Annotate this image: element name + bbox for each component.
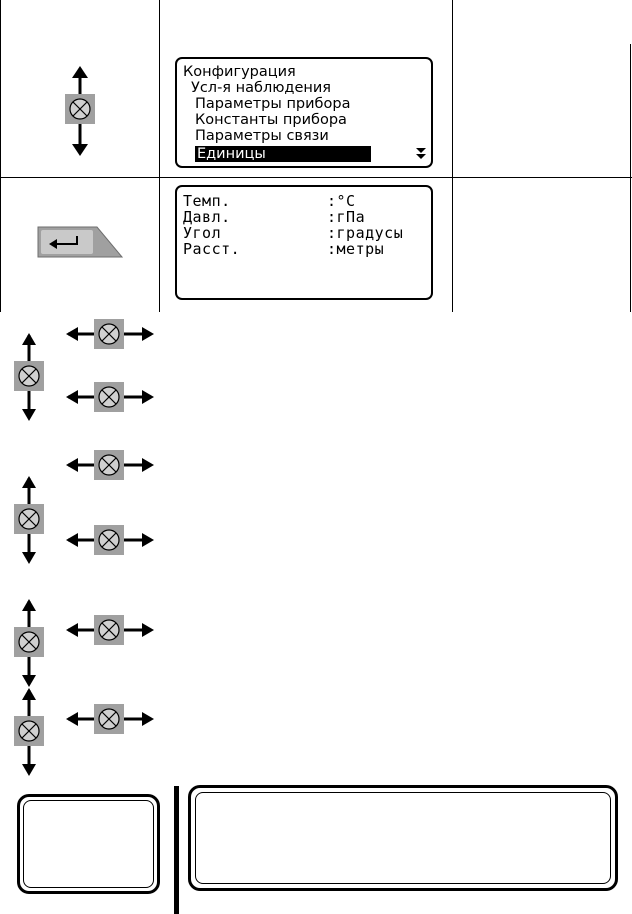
instruction-table bbox=[0, 0, 632, 312]
navigation-pad-horizontal-icon bbox=[66, 381, 154, 413]
units-row-distance-value: :метры bbox=[327, 240, 385, 258]
navigation-pad-horizontal-icon bbox=[66, 449, 154, 481]
navigation-pad-horizontal-icon bbox=[66, 614, 154, 646]
navigation-pad-vertical-icon bbox=[13, 688, 45, 776]
note-content-box bbox=[188, 785, 618, 891]
navigation-pad-horizontal-icon bbox=[66, 703, 154, 735]
navigation-pad-vertical-icon bbox=[13, 599, 45, 687]
menu-item-units-selected[interactable]: Единицы bbox=[195, 146, 371, 162]
navigation-pad-horizontal-icon bbox=[66, 524, 154, 556]
navigation-pad-horizontal-icon bbox=[66, 318, 154, 350]
units-row-angle-value: :градусы bbox=[327, 224, 404, 242]
units-row-angle-label: Угол bbox=[183, 224, 222, 242]
menu-title: Конфигурация bbox=[183, 64, 296, 80]
note-label-box bbox=[17, 794, 160, 894]
table-border-right bbox=[630, 44, 631, 312]
navigation-pad-icon bbox=[65, 66, 95, 156]
units-row-temp-value: :°C bbox=[327, 192, 356, 210]
menu-item-instrument-params[interactable]: Параметры прибора bbox=[195, 96, 351, 112]
units-row-distance-label: Расст. bbox=[183, 240, 241, 258]
lcd-screen-units: Темп. :°C Давл. :гПа Угол :градусы Расст… bbox=[175, 185, 433, 300]
navigation-pad-vertical-icon bbox=[13, 333, 45, 421]
units-row-pressure-label: Давл. bbox=[183, 208, 231, 226]
note-divider-bar bbox=[174, 786, 179, 914]
enter-key-icon bbox=[37, 226, 123, 258]
units-row-temp-label: Темп. bbox=[183, 192, 231, 210]
table-border-left bbox=[0, 0, 1, 312]
double-down-arrow-icon bbox=[415, 147, 427, 163]
units-row-pressure-value: :гПа bbox=[327, 208, 366, 226]
table-col-divider-2 bbox=[452, 0, 453, 312]
table-col-divider-1 bbox=[159, 0, 160, 312]
menu-item-comm-params[interactable]: Параметры связи bbox=[195, 128, 329, 144]
menu-item-observation[interactable]: Усл-я наблюдения bbox=[191, 80, 331, 96]
menu-item-instrument-constants[interactable]: Константы прибора bbox=[195, 112, 347, 128]
navigation-pad-vertical-icon bbox=[13, 476, 45, 564]
table-row-divider bbox=[0, 177, 632, 178]
lcd-screen-config-menu: Конфигурация Усл-я наблюдения Параметры … bbox=[175, 57, 433, 168]
